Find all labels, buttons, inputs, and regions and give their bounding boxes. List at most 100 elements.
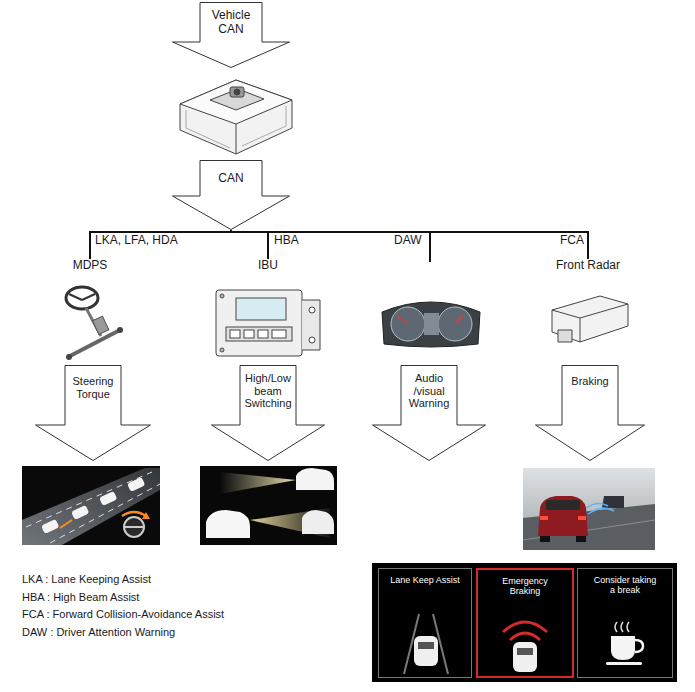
cluster-display	[611, 636, 635, 660]
camera-module	[234, 89, 240, 95]
arrow-outline	[172, 160, 290, 230]
arrow-text: Steering Torque	[65, 375, 121, 400]
front-radar-unit	[580, 318, 581, 342]
cluster-display	[418, 642, 434, 649]
cluster-display	[517, 648, 533, 655]
component-name: IBU	[238, 259, 298, 273]
arrow-text: Audio /visual Warning	[401, 372, 457, 410]
braking-scene	[523, 468, 655, 550]
ibu-module	[216, 290, 320, 356]
lane-keeping-scene	[127, 477, 145, 492]
block-arrow: CAN	[172, 160, 290, 230]
arrow-outline	[36, 366, 151, 461]
instrument-cluster	[438, 307, 472, 341]
bus-drop-line	[429, 232, 431, 262]
front-radar-unit	[552, 296, 628, 342]
braking-scene	[546, 500, 580, 510]
arrow-text: High/Low beam Switching	[240, 372, 296, 410]
camera-module	[186, 110, 230, 148]
ibu-module	[226, 327, 292, 341]
bus-connector	[90, 230, 231, 259]
lane-keeping-scene	[142, 512, 150, 519]
arrow-outline	[536, 366, 645, 461]
instrument-cluster	[391, 307, 425, 341]
display-panel: Consider taking a break	[577, 568, 673, 678]
front-radar-unit	[552, 304, 628, 318]
braking-scene	[588, 508, 614, 514]
lane-keeping-scene	[50, 484, 160, 543]
camera-module	[230, 87, 244, 97]
cluster-display	[372, 563, 677, 682]
front-radar-unit	[558, 330, 572, 342]
steering-system	[82, 294, 95, 300]
cluster-display	[372, 563, 677, 682]
braking-scene	[586, 503, 608, 508]
cluster-display	[503, 622, 547, 632]
component-name: MDPS	[56, 259, 124, 273]
ibu-module	[302, 300, 320, 350]
panel-title: Emergency Braking	[495, 576, 555, 597]
camera-module	[180, 80, 292, 124]
bus-signal-label: HBA	[274, 234, 299, 248]
steering-system	[93, 316, 109, 334]
block-arrow: Steering Torque	[35, 365, 151, 461]
abbreviation-note: LKA : Lane Keeping Assist	[22, 573, 151, 586]
arrow-text: CAN	[200, 172, 262, 186]
camera-module	[180, 80, 292, 154]
ibu-module	[230, 330, 240, 338]
high-beam-scene	[296, 468, 334, 490]
steering-system	[66, 354, 72, 360]
cluster-display	[635, 640, 643, 652]
arrow-outline	[373, 366, 486, 461]
display-panel: Lane Keep Assist	[378, 568, 472, 678]
lane-keeping-scene	[22, 468, 160, 545]
block-arrow: Audio /visual Warning	[372, 365, 486, 461]
ibu-module	[258, 330, 268, 338]
component-name: Front Radar	[546, 259, 630, 273]
ibu-module	[220, 348, 224, 352]
bus-connector	[231, 230, 588, 259]
steering-system	[66, 287, 98, 309]
high-beam-scene	[200, 466, 337, 545]
lane-keeping-scene	[71, 505, 89, 520]
braking-scene	[578, 516, 586, 520]
cluster-display	[606, 662, 642, 665]
arrow-outline	[173, 3, 290, 68]
instrument-cluster	[382, 302, 480, 347]
component-label: Front Radar	[546, 259, 630, 276]
braking-scene	[540, 536, 550, 542]
cluster-display	[513, 642, 537, 672]
high-beam-scene	[206, 510, 250, 538]
lane-keeping-scene	[41, 519, 59, 534]
instrument-cluster	[424, 313, 439, 335]
component-label: IBU	[238, 259, 298, 276]
ibu-module	[244, 330, 254, 338]
instrument-cluster	[398, 316, 408, 324]
braking-scene	[523, 468, 655, 550]
steering-system	[117, 327, 123, 333]
ibu-module	[236, 298, 286, 320]
lane-keeping-scene	[60, 520, 72, 528]
arrow-text: Vehicle CAN	[200, 9, 262, 37]
instrument-cluster	[455, 315, 463, 324]
ibu-module	[220, 294, 224, 298]
block-arrow: Braking	[535, 365, 645, 461]
camera-module	[180, 80, 292, 154]
block-arrow: Vehicle CAN	[172, 2, 290, 68]
steering-system	[69, 294, 82, 300]
steering-system	[66, 287, 123, 360]
high-beam-scene	[220, 472, 296, 494]
cluster-display	[615, 622, 629, 632]
braking-scene	[576, 536, 586, 542]
braking-scene	[540, 516, 548, 520]
block-arrow: High/Low beam Switching	[211, 365, 325, 461]
lane-keeping-scene	[124, 517, 144, 537]
panel-title: Lane Keep Assist	[381, 575, 469, 585]
instrument-cluster	[382, 302, 480, 347]
component-label: MDPS	[56, 259, 124, 276]
abbreviation-note: DAW : Driver Attention Warning	[22, 626, 175, 639]
lane-keeping-scene	[22, 466, 160, 545]
